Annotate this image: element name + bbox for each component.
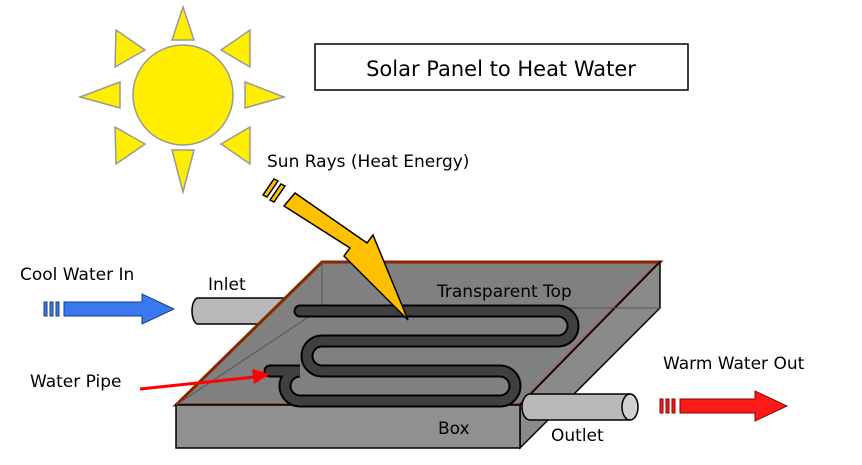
warm-water-arrow — [659, 390, 789, 422]
sun-rays — [77, 4, 287, 195]
box-label: Box — [438, 419, 470, 439]
outlet-label: Outlet — [551, 426, 604, 446]
box-front — [175, 404, 521, 449]
inlet-label: Inlet — [208, 275, 246, 295]
title-box: Solar Panel to Heat Water — [314, 43, 689, 91]
sun-ray-arrow — [261, 178, 409, 321]
outlet-tube — [521, 393, 639, 421]
water-pipe-pointer — [139, 369, 270, 391]
box-top — [172, 260, 664, 407]
page-title: Solar Panel to Heat Water — [366, 57, 636, 81]
water-pipe-label: Water Pipe — [30, 372, 122, 392]
sun — [77, 4, 287, 195]
cool-water-in-label: Cool Water In — [20, 265, 134, 285]
sun-rays-label: Sun Rays (Heat Energy) — [267, 152, 469, 172]
warm-water-out-label: Warm Water Out — [663, 354, 805, 374]
cool-water-arrow — [43, 293, 176, 325]
sun-disc — [132, 44, 234, 146]
transparent-top-label: Transparent Top — [436, 282, 572, 302]
water-pipe-fill — [265, 306, 578, 406]
